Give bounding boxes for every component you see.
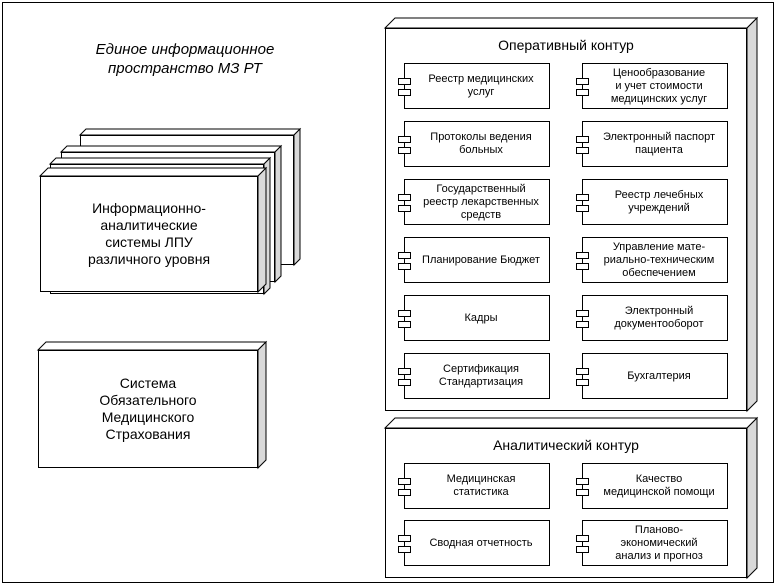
component-tab-icon	[398, 136, 411, 143]
component-box: Электронный паспорт пациента	[576, 121, 728, 167]
oms-box-label: Система Обязательного Медицинского Страх…	[99, 375, 197, 442]
component-box: Сертификация Стандартизация	[398, 353, 550, 399]
lpu-box-front-label: Информационно-аналитические системы ЛПУ …	[87, 200, 211, 267]
component-label: Реестр лечебных учреждений	[614, 189, 704, 214]
component-tab-icon	[576, 205, 589, 212]
component-box: Государственный реестр лекарственных сре…	[398, 179, 550, 225]
component-box: Сводная отчетность	[398, 520, 550, 566]
component-tab-icon	[576, 89, 589, 96]
component-box: Кадры	[398, 295, 550, 341]
component-box: Протоколы ведения больных	[398, 121, 550, 167]
component-tab-icon	[398, 147, 411, 154]
component-tab-icon	[398, 194, 411, 201]
component-label: Сертификация Стандартизация	[438, 363, 524, 388]
component-box: Управление мате- риально-техническим обе…	[576, 237, 728, 283]
component-tab-icon	[398, 489, 411, 496]
component-tab-icon	[398, 310, 411, 317]
component-tab-icon	[576, 379, 589, 386]
component-box: Реестр лечебных учреждений	[576, 179, 728, 225]
component-label: Электронный паспорт пациента	[602, 131, 716, 156]
component-tab-icon	[398, 368, 411, 375]
component-label: Кадры	[464, 311, 498, 324]
component-tab-icon	[576, 321, 589, 328]
component-tab-icon	[576, 368, 589, 375]
component-label: Медицинская статистика	[446, 473, 516, 498]
component-label: Государственный реестр лекарственных сре…	[423, 182, 539, 221]
component-label: Ценообразование и учет стоимости медицин…	[610, 66, 708, 105]
component-label: Сводная отчетность	[429, 536, 533, 549]
component-tab-icon	[398, 263, 411, 270]
component-box: Качество медицинской помощи	[576, 463, 728, 509]
component-box: Медицинская статистика	[398, 463, 550, 509]
component-tab-icon	[576, 136, 589, 143]
component-tab-icon	[576, 478, 589, 485]
diagram-caption: Единое информационное пространство МЗ РТ	[95, 41, 275, 77]
component-tab-icon	[398, 252, 411, 259]
component-box: Электронный документооборот	[576, 295, 728, 341]
component-label: Качество медицинской помощи	[603, 473, 715, 498]
analytical-contour-title: Аналитический контур	[493, 437, 639, 453]
component-box: Бухгалтерия	[576, 353, 728, 399]
component-tab-icon	[576, 252, 589, 259]
lpu-box-front: Информационно-аналитические системы ЛПУ …	[38, 166, 268, 294]
component-tab-icon	[576, 78, 589, 85]
component-label: Планирование Бюджет	[422, 253, 540, 266]
component-tab-icon	[398, 546, 411, 553]
component-tab-icon	[398, 78, 411, 85]
component-tab-icon	[576, 310, 589, 317]
component-box: Планово- экономический анализ и прогноз	[576, 520, 728, 566]
component-tab-icon	[576, 147, 589, 154]
component-tab-icon	[398, 535, 411, 542]
component-label: Реестр медицинских услуг	[428, 73, 534, 98]
oms-box: Система Обязательного Медицинского Страх…	[36, 340, 268, 470]
component-tab-icon	[398, 379, 411, 386]
component-box: Реестр медицинских услуг	[398, 63, 550, 109]
component-box: Ценообразование и учет стоимости медицин…	[576, 63, 728, 109]
component-label: Управление мате- риально-техническим обе…	[603, 240, 715, 279]
component-tab-icon	[576, 535, 589, 542]
component-tab-icon	[576, 546, 589, 553]
component-label: Планово- экономический анализ и прогноз	[615, 523, 703, 562]
component-tab-icon	[576, 489, 589, 496]
component-tab-icon	[398, 478, 411, 485]
component-tab-icon	[398, 205, 411, 212]
component-tab-icon	[398, 89, 411, 96]
component-box: Планирование Бюджет	[398, 237, 550, 283]
component-tab-icon	[398, 321, 411, 328]
operational-contour-title: Оперативный контур	[498, 37, 634, 53]
component-tab-icon	[576, 263, 589, 270]
component-label: Протоколы ведения больных	[430, 131, 532, 156]
component-tab-icon	[576, 194, 589, 201]
component-label: Электронный документооборот	[614, 305, 704, 330]
component-label: Бухгалтерия	[627, 369, 691, 382]
